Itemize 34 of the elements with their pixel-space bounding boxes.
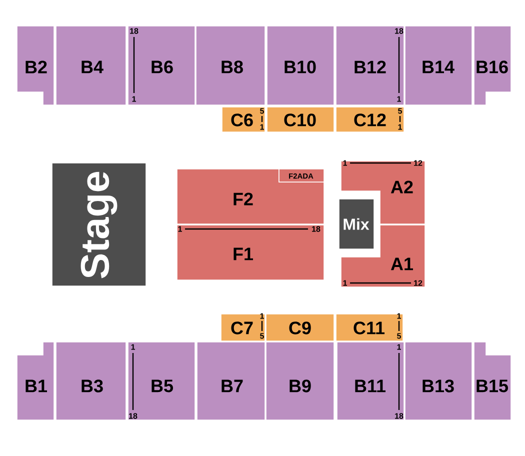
seating-section: B10 [266,26,334,106]
seating-section: B9 [266,342,334,420]
row-number: 1 [178,226,182,232]
row-number: 1 [343,160,347,166]
seating-section: B14 [404,26,472,106]
seating-section: C9 [266,314,334,342]
row-number: 1 [260,313,264,319]
row-number: 5 [398,108,402,114]
row-number: 18 [395,413,404,419]
row-number: 1 [398,124,402,130]
seating-section: C10 [266,106,334,132]
seating-section: B7 [196,342,266,420]
seating-section: B3 [56,342,126,420]
mix-booth: Mix [338,198,374,250]
row-number: 1 [397,344,401,350]
row-number: 1 [132,96,136,102]
row-number: 1 [343,280,347,286]
row-number: 1 [397,96,401,102]
stage-block: Stage [52,162,146,286]
row-number: 12 [414,280,422,286]
row-number: 18 [312,226,320,232]
row-number: 5 [260,108,264,114]
row-number: 18 [395,28,404,34]
row-number: 1 [131,344,135,350]
seating-section: B8 [196,26,266,106]
row-number: 5 [397,333,401,339]
row-number: 5 [260,333,264,339]
seating-section: B4 [56,26,126,106]
row-number: 1 [397,313,401,319]
row-number: 18 [130,28,138,34]
row-number: 1 [260,124,264,130]
row-number: 18 [129,413,138,419]
row-number: 12 [414,160,422,166]
seating-section: B13 [404,342,472,420]
